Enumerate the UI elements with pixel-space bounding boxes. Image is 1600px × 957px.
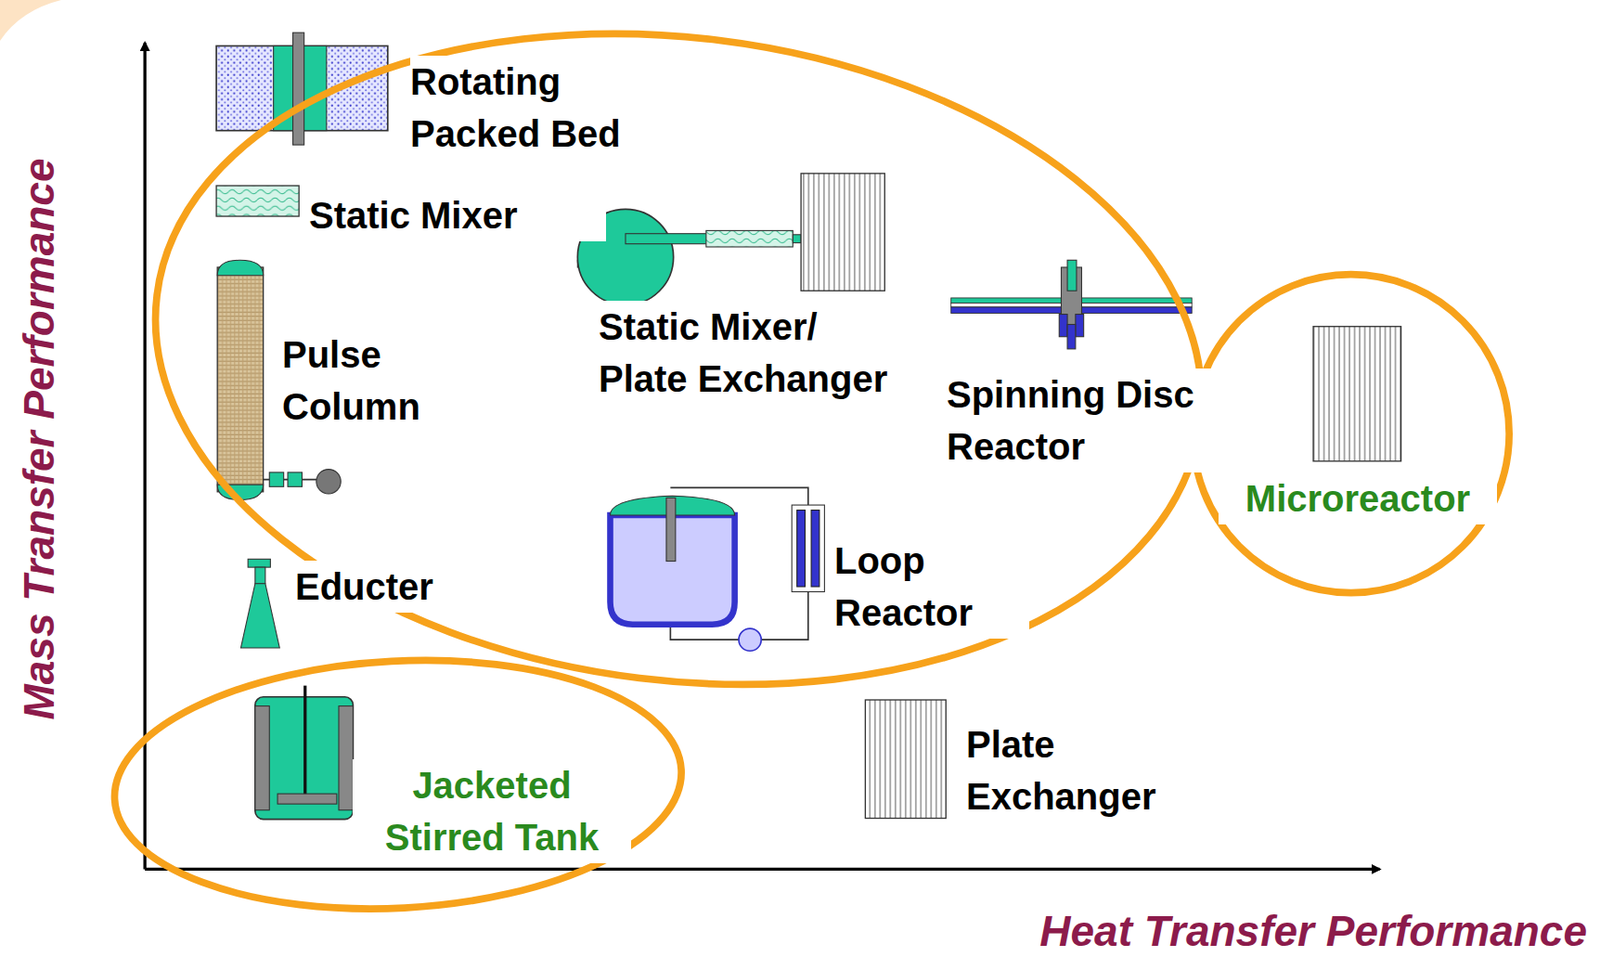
spinning-disc-reactor-icon bbox=[951, 259, 1192, 349]
plate-exchanger-icon bbox=[864, 699, 946, 819]
group-ellipses bbox=[108, 0, 1510, 923]
equipment-label: Microreactor bbox=[1218, 472, 1497, 525]
spinning-disc-reactor-icon-part bbox=[1067, 259, 1077, 291]
equipment-label: Static Mixer bbox=[309, 189, 607, 242]
static-mixer-plate-exchanger-icon-part bbox=[706, 230, 793, 247]
pulse-column-icon-part bbox=[316, 469, 341, 494]
eductor-icon bbox=[240, 558, 280, 648]
static-mixer-plate-exchanger-icon bbox=[577, 173, 885, 306]
microreactor-icon-part bbox=[1313, 326, 1402, 462]
stirred-tank-ellipse bbox=[108, 645, 688, 923]
equipment-label: Spinning Disc Reactor bbox=[946, 368, 1281, 473]
eductor-icon-part bbox=[255, 567, 266, 584]
equipment-label: Jacketed Stirred Tank bbox=[352, 759, 632, 864]
jacketed-stirred-tank-icon-part bbox=[338, 706, 353, 811]
axes bbox=[144, 42, 1380, 869]
static-mixer-icon-part bbox=[216, 185, 299, 217]
jacketed-stirred-tank-icon bbox=[255, 685, 354, 820]
equipment-label: Rotating Packed Bed bbox=[410, 55, 675, 160]
static-mixer-icon bbox=[216, 185, 299, 217]
loop-reactor-icon-part bbox=[811, 510, 820, 587]
loop-reactor-icon-part bbox=[797, 510, 806, 587]
eductor-icon-part bbox=[247, 558, 271, 568]
loop-reactor-icon-part bbox=[761, 592, 809, 641]
rotating-packed-bed-icon bbox=[216, 32, 388, 145]
equipment-label: Static Mixer/ Plate Exchanger bbox=[598, 300, 915, 405]
rotating-packed-bed-icon-part bbox=[293, 32, 305, 145]
jacketed-stirred-tank-icon-part bbox=[277, 793, 337, 804]
axis-title: Heat Transfer Performance bbox=[798, 904, 1588, 957]
pulse-column-icon-part bbox=[269, 472, 284, 487]
axis-title: Mass Transfer Performance bbox=[12, 21, 65, 857]
pulse-column-icon-part bbox=[217, 259, 263, 275]
static-mixer-plate-exchanger-icon-part bbox=[792, 234, 801, 244]
spinning-disc-reactor-icon-part bbox=[1058, 314, 1068, 337]
axes-part bbox=[144, 867, 1380, 871]
pulse-column-icon-part bbox=[217, 267, 263, 492]
loop-reactor-icon-part bbox=[666, 497, 676, 561]
equipment-label: Loop Reactor bbox=[834, 534, 1030, 639]
pulse-column-icon-part bbox=[287, 472, 302, 487]
loop-reactor-icon-part bbox=[791, 504, 825, 592]
static-mixer-plate-exchanger-icon-part bbox=[625, 233, 708, 245]
equipment-label: Plate Exchanger bbox=[966, 718, 1208, 823]
jacketed-stirred-tank-icon-part bbox=[255, 706, 270, 811]
corner-shade bbox=[0, 0, 62, 41]
loop-reactor-icon-part bbox=[738, 628, 762, 651]
loop-reactor-icon bbox=[609, 487, 825, 651]
spinning-disc-reactor-icon-part bbox=[1075, 314, 1084, 337]
microreactor-icon bbox=[1313, 326, 1402, 462]
static-mixer-plate-exchanger-icon-part bbox=[800, 173, 885, 291]
corner-shade-part bbox=[0, 0, 62, 41]
plate-exchanger-icon-part bbox=[864, 699, 946, 819]
eductor-icon-part bbox=[240, 583, 280, 648]
equipment-label: Pulse Column bbox=[282, 328, 478, 433]
spinning-disc-reactor-icon-part bbox=[1067, 324, 1076, 349]
equipment-label: Educter bbox=[295, 560, 500, 613]
jacketed-stirred-tank-icon-part bbox=[303, 685, 307, 800]
